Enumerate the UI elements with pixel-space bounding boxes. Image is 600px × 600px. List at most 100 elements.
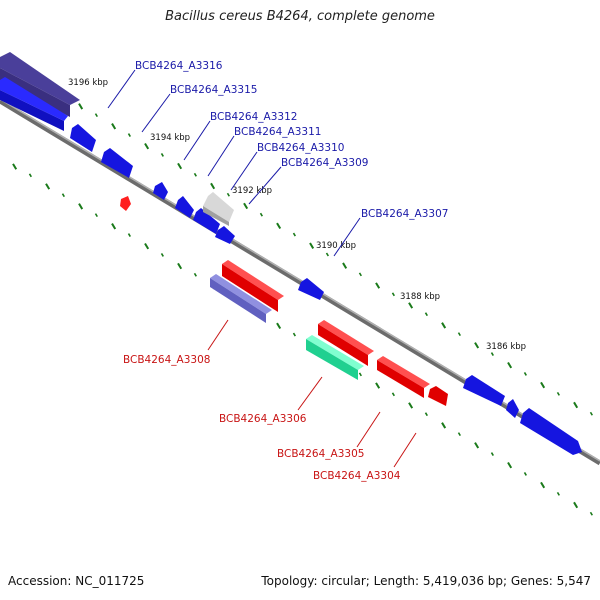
tick-mark [12, 163, 18, 170]
gene-block[interactable] [101, 148, 133, 178]
tick-mark [193, 272, 197, 277]
tick-mark [325, 252, 329, 257]
leader-line [248, 166, 282, 205]
tick-mark [490, 352, 494, 356]
gene-3304-block[interactable] [428, 386, 448, 406]
gene-block[interactable] [463, 375, 505, 406]
gene-label-3306[interactable]: BCB4264_A3306 [219, 413, 307, 425]
gene-label-3311[interactable]: BCB4264_A3311 [234, 126, 321, 138]
gene-block[interactable] [70, 124, 96, 152]
tick-mark [160, 253, 164, 257]
tick-mark [94, 113, 98, 118]
gene-label-3312[interactable]: BCB4264_A3312 [210, 111, 297, 123]
tick-mark [276, 222, 282, 230]
leader-line [393, 432, 417, 468]
gene-block[interactable] [120, 196, 131, 211]
tick-mark [111, 123, 117, 130]
gene-label-3316[interactable]: BCB4264_A3316 [135, 60, 223, 72]
tick-mark [342, 262, 348, 269]
tick-label-3192: 3192 kbp [232, 186, 272, 196]
gene-label-3315[interactable]: BCB4264_A3315 [170, 84, 257, 96]
tick-mark [408, 302, 414, 309]
leader-line [207, 135, 235, 177]
tick-mark [424, 412, 428, 417]
gene-label-3304[interactable]: BCB4264_A3304 [313, 470, 401, 482]
tick-mark [292, 232, 296, 237]
tick-label-3188: 3188 kbp [400, 292, 440, 302]
tick-mark [391, 392, 395, 397]
tick-mark [358, 272, 362, 277]
leader-line [356, 411, 381, 448]
tick-mark [391, 292, 395, 297]
gene-3315-block[interactable] [0, 77, 68, 131]
tick-mark [210, 182, 216, 190]
gene-label-3307[interactable]: BCB4264_A3307 [361, 208, 448, 220]
tick-mark [127, 133, 131, 137]
accession-text: Accession: NC_011725 [8, 574, 145, 588]
leader-line [141, 93, 171, 133]
gene-block[interactable] [215, 226, 235, 244]
tick-label-3186: 3186 kbp [486, 342, 526, 352]
gene-label-3310[interactable]: BCB4264_A3310 [257, 142, 344, 154]
tick-mark [259, 212, 263, 217]
gene-label-3305[interactable]: BCB4264_A3305 [277, 448, 364, 460]
tick-mark [375, 282, 381, 289]
gene-3316-block[interactable] [0, 52, 80, 117]
gene-3306-block[interactable] [306, 335, 364, 380]
gene-label-3308[interactable]: BCB4264_A3308 [123, 354, 210, 366]
gene-block[interactable] [318, 320, 374, 366]
tick-mark [94, 213, 98, 218]
tick-mark [457, 332, 461, 337]
leader-line [207, 319, 229, 351]
tick-mark [556, 491, 560, 496]
map-title: Bacillus cereus B4264, complete genome [165, 9, 435, 24]
gene-block[interactable] [193, 208, 220, 234]
tick-mark [193, 172, 197, 177]
tick-mark [589, 511, 593, 516]
tick-label-3190: 3190 kbp [316, 241, 356, 251]
tick-mark [375, 382, 381, 389]
gene-label-3309[interactable]: BCB4264_A3309 [281, 157, 368, 169]
leader-line [297, 376, 323, 411]
leader-line [107, 69, 136, 109]
tick-mark [144, 242, 150, 250]
gene-block[interactable] [506, 399, 519, 418]
gene-3311-block[interactable] [203, 192, 234, 226]
tick-mark [507, 461, 513, 469]
tick-mark [276, 322, 282, 330]
tick-mark [556, 391, 560, 396]
tick-mark [540, 381, 546, 389]
tick-label-3196: 3196 kbp [68, 78, 108, 88]
tick-mark [226, 192, 230, 197]
tick-mark [490, 452, 494, 456]
gene-block[interactable] [222, 260, 284, 312]
gene-block[interactable] [298, 278, 324, 300]
tick-mark [28, 173, 32, 178]
tick-mark [573, 501, 579, 509]
tick-mark [111, 223, 117, 230]
gene-3308-block[interactable] [210, 274, 272, 323]
tick-mark [408, 402, 414, 409]
tick-mark [523, 372, 527, 376]
tick-mark [45, 183, 51, 190]
gene-3305-block[interactable] [377, 356, 430, 398]
gene-block[interactable] [520, 408, 582, 455]
gene-block[interactable] [153, 182, 168, 200]
tick-mark [160, 153, 164, 157]
tick-mark [507, 361, 513, 369]
tick-mark [78, 103, 84, 110]
tick-mark [243, 202, 249, 210]
tick-mark [309, 242, 315, 249]
tick-mark [127, 233, 131, 237]
gene-block[interactable] [175, 196, 194, 218]
leader-line [183, 120, 211, 161]
tick-mark [474, 342, 480, 349]
tick-mark [177, 262, 183, 270]
tick-mark [573, 401, 579, 409]
tick-mark [424, 312, 428, 317]
tick-mark [177, 162, 183, 170]
tick-mark [441, 422, 447, 429]
tick-mark [523, 472, 527, 476]
topology-text: Topology: circular; Length: 5,419,036 bp… [261, 574, 591, 588]
